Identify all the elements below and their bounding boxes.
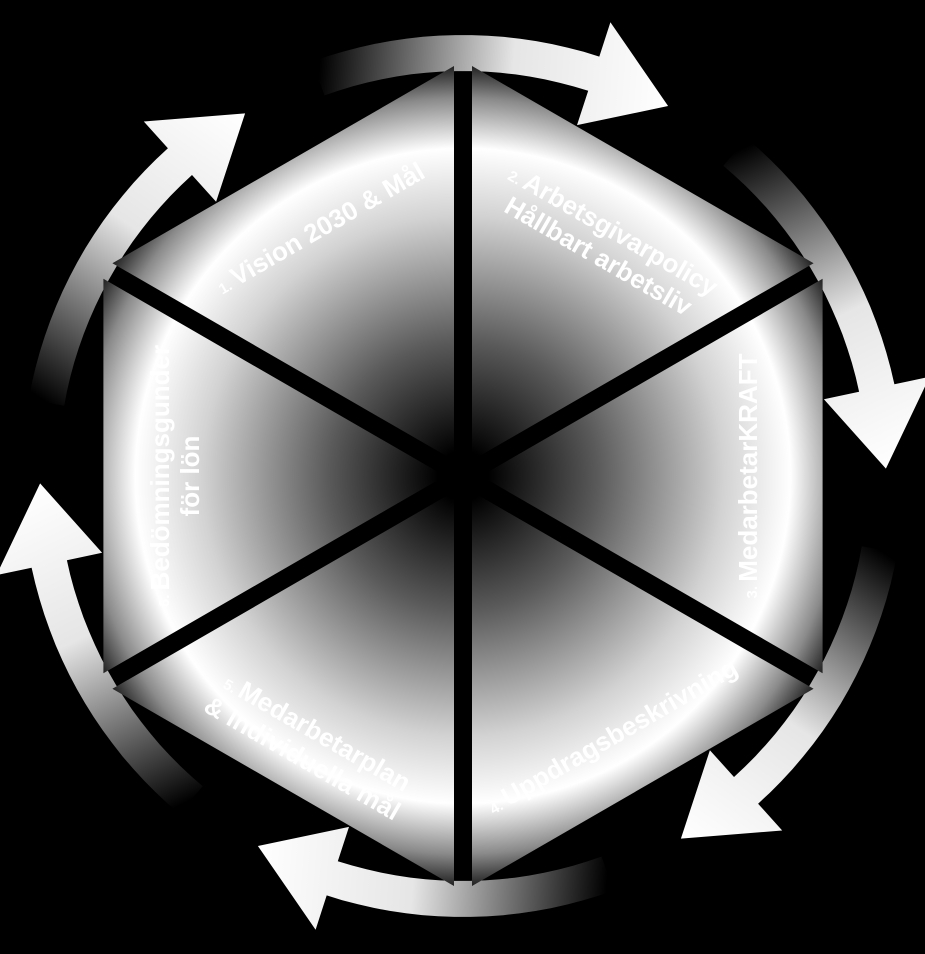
- segment-number: 1.: [216, 275, 239, 298]
- segment-6: [103, 278, 446, 674]
- cycle-arrow-6: [28, 113, 246, 406]
- segment-number: 4.: [487, 795, 510, 818]
- segment-label-3: 3. MedarbetarKRAFT: [733, 353, 763, 598]
- segment-number: 5.: [220, 676, 243, 699]
- segment-1: [112, 66, 455, 461]
- cycle-arrow-2: [723, 138, 925, 469]
- segment-title: för lön: [175, 436, 205, 517]
- segment-5: [112, 491, 455, 886]
- cycle-arrow-5: [0, 483, 203, 814]
- cycle-arrow-4: [257, 826, 614, 930]
- segment-label-line: 3. MedarbetarKRAFT: [733, 353, 763, 598]
- cycle-arrow-3: [680, 546, 898, 839]
- segment-number: 2.: [505, 167, 528, 190]
- segment-2: [472, 66, 814, 461]
- segment-number: 3.: [744, 582, 761, 599]
- segment-label-line: 6. Bedömningsgunder: [145, 345, 175, 607]
- segment-3: [481, 278, 823, 674]
- segment-title: Bedömningsgunder: [145, 345, 175, 591]
- segment-title: MedarbetarKRAFT: [733, 353, 763, 581]
- segment-4: [472, 491, 814, 886]
- segment-number: 6.: [156, 590, 173, 607]
- cycle-arrows: [0, 22, 925, 930]
- segment-label-line: för lön: [175, 436, 205, 517]
- cycle-arrow-1: [312, 22, 669, 126]
- hexagon-segments: [103, 66, 823, 886]
